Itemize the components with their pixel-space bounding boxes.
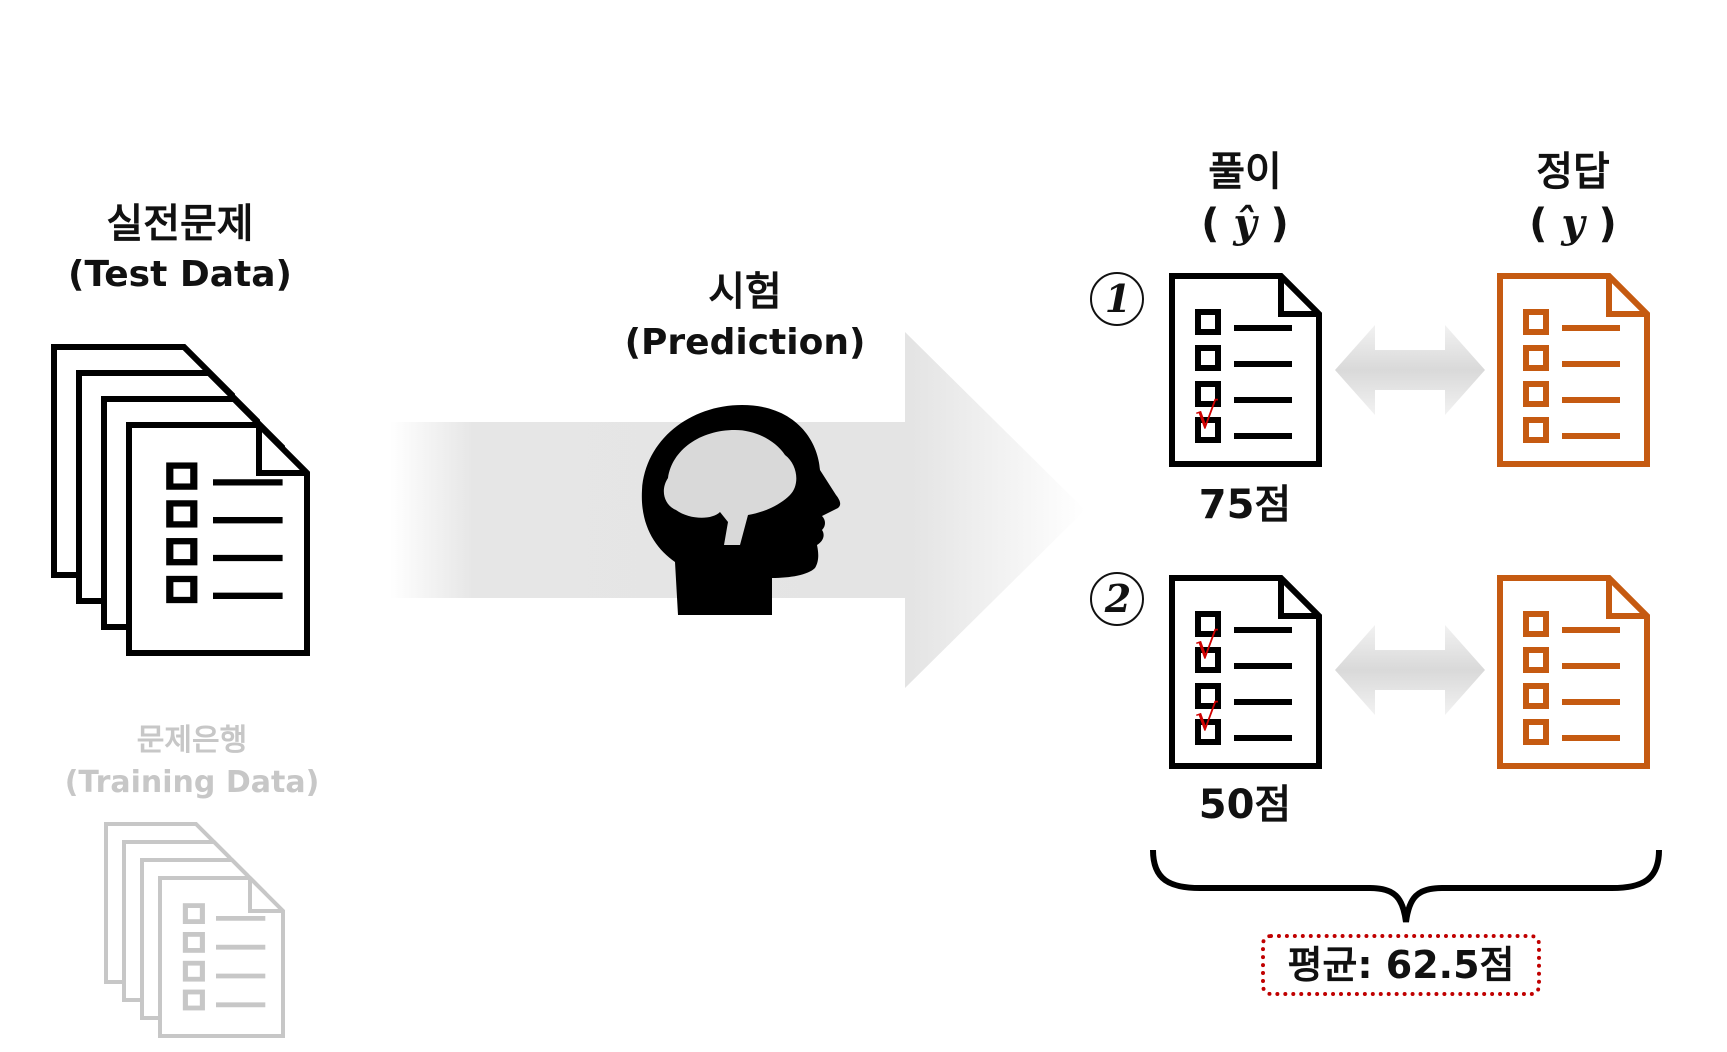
test-data-title-en: (Test Data) — [68, 254, 292, 295]
summary-brace — [1150, 849, 1662, 923]
solution-column-header: 풀이 ( ŷ ) — [1175, 146, 1315, 250]
check-mark: √ — [1195, 626, 1218, 667]
solution-doc-1: √ — [1169, 273, 1322, 467]
brain-head-icon — [641, 405, 841, 615]
test-data-label: 실전문제 (Test Data) — [60, 198, 300, 300]
answer-doc-1 — [1497, 273, 1650, 467]
answer-symbol: y — [1561, 200, 1585, 247]
item-number-1: 1 — [1090, 272, 1146, 328]
solution-symbol: ŷ — [1233, 200, 1257, 247]
compare-arrow-1 — [1335, 325, 1485, 415]
training-data-label: 문제은행 (Training Data) — [62, 720, 322, 804]
answer-doc-2 — [1497, 575, 1650, 769]
training-data-title-en: (Training Data) — [64, 765, 320, 800]
check-mark: √ — [1195, 698, 1218, 739]
solution-doc-2: √ √ — [1169, 575, 1322, 769]
item-number-2: 2 — [1090, 572, 1146, 628]
check-mark: √ — [1195, 396, 1218, 437]
answer-symbol-row: ( y ) — [1529, 200, 1617, 247]
average-score-box: 평균: 62.5점 — [1261, 934, 1541, 996]
training-data-title-ko: 문제은행 — [136, 723, 248, 758]
test-data-doc-stack — [51, 344, 310, 656]
solution-title: 풀이 — [1208, 149, 1282, 195]
prediction-title-ko: 시험 — [708, 269, 782, 315]
prediction-label: 시험 (Prediction) — [615, 266, 875, 368]
prediction-title-en: (Prediction) — [624, 322, 866, 363]
solution-symbol-row: ( ŷ ) — [1201, 200, 1289, 247]
compare-arrow-2 — [1335, 625, 1485, 715]
item-score-2: 50점 — [1198, 782, 1292, 828]
test-data-title-ko: 실전문제 — [106, 201, 254, 247]
answer-title: 정답 — [1536, 149, 1610, 195]
answer-column-header: 정답 ( y ) — [1503, 146, 1643, 250]
item-score-1: 75점 — [1198, 482, 1292, 528]
